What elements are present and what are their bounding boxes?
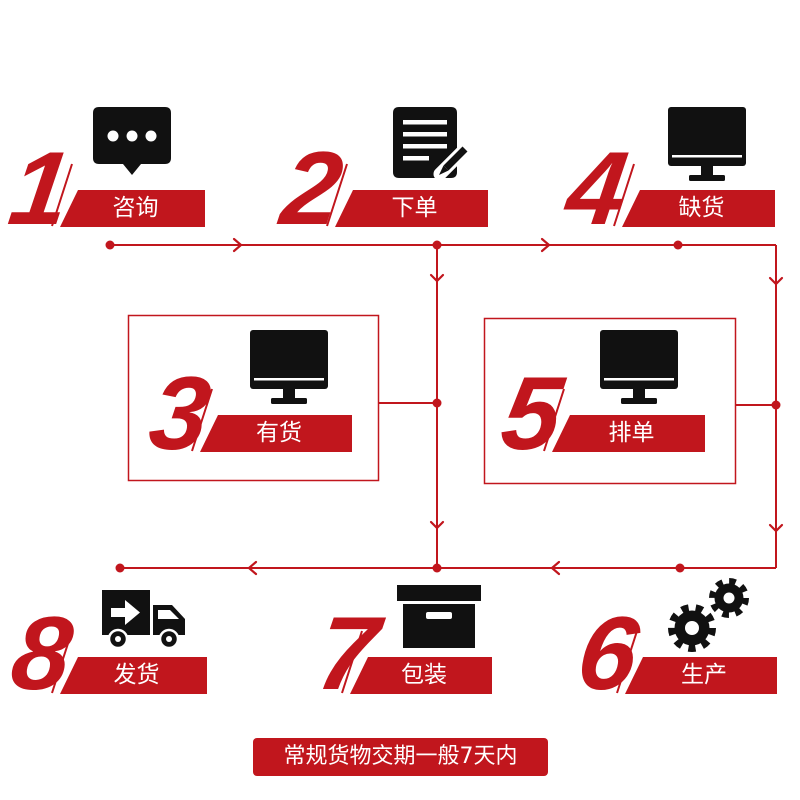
- monitor-base: [271, 398, 307, 404]
- arrow-down-icon: [768, 523, 784, 533]
- junction-dot: [675, 563, 685, 573]
- chat-dot: [145, 130, 157, 142]
- monitor-icon: [250, 330, 328, 404]
- step-5-frame: [483, 317, 737, 485]
- arrow-right-icon: [540, 237, 551, 253]
- step-label: 发货: [113, 662, 160, 688]
- step-label: 包装: [401, 662, 447, 688]
- monitor-screen: [250, 330, 328, 389]
- step-label-bar: 有货: [200, 415, 352, 452]
- step-3-slash: [191, 388, 213, 452]
- monitor-bezel-line: [672, 155, 742, 158]
- junction-dot: [105, 240, 115, 250]
- box-lid: [397, 585, 481, 601]
- document-line: [403, 156, 429, 161]
- document-pen-icon: [393, 107, 474, 181]
- junction-dot: [115, 563, 125, 573]
- step-label-bar: 发货: [60, 657, 207, 694]
- step-label: 缺货: [678, 195, 725, 221]
- package-box-icon: [397, 585, 481, 648]
- monitor-icon: [668, 107, 746, 181]
- document-line: [403, 144, 447, 149]
- arrow-left-icon: [550, 560, 561, 576]
- junction-dot: [673, 240, 683, 250]
- monitor-neck: [283, 389, 295, 399]
- step-label-bar: 生产: [625, 657, 777, 694]
- document-line: [403, 120, 447, 125]
- step-label-bar: 缺货: [622, 190, 775, 227]
- arrow-right-icon: [232, 237, 243, 253]
- step-label: 排单: [608, 420, 655, 446]
- step-8-slash: [51, 630, 73, 694]
- gear-large-hole: [685, 621, 699, 635]
- pen-tip: [439, 165, 449, 175]
- step-7-slash: [341, 630, 363, 694]
- step-label-bar: 排单: [552, 415, 705, 452]
- truck-wheel-hub: [115, 636, 121, 642]
- gear-small-teeth: [709, 578, 749, 618]
- document-line: [403, 132, 447, 137]
- pen-body: [443, 146, 468, 171]
- step-6-slash: [616, 630, 638, 694]
- arrow-left-icon: [247, 560, 258, 576]
- caption-text: 常规货物交期一般7天内: [283, 744, 518, 769]
- junction-dot: [432, 398, 442, 408]
- monitor-neck: [701, 166, 713, 176]
- monitor-base: [621, 398, 657, 404]
- truck-arrow: [111, 600, 140, 625]
- delivery-truck-icon: [102, 590, 185, 650]
- chat-bubble-icon: [93, 107, 171, 175]
- monitor-screen: [668, 107, 746, 166]
- step-label: 咨询: [112, 195, 159, 221]
- chat-dot: [107, 130, 119, 142]
- lead-time-caption: 常规货物交期一般7天内: [253, 738, 548, 776]
- junction-dot: [771, 400, 781, 410]
- arrow-down-icon: [429, 273, 445, 283]
- step-label-bar: 下单: [335, 190, 488, 227]
- junction-dot: [432, 563, 442, 573]
- step-label-bar: 包装: [350, 657, 492, 694]
- step-2-slash: [326, 163, 348, 227]
- gear-large-teeth: [668, 604, 716, 652]
- monitor-icon: [600, 330, 678, 404]
- gear-small-hole: [723, 592, 735, 604]
- box-handle: [426, 612, 452, 619]
- step-label: 下单: [391, 195, 438, 221]
- truck-window: [158, 610, 179, 619]
- step-5-slash: [543, 388, 565, 452]
- monitor-screen: [600, 330, 678, 389]
- step-label: 生产: [681, 662, 727, 688]
- gears-icon: [668, 578, 749, 652]
- junction-dot: [432, 240, 442, 250]
- step-label-bar: 咨询: [60, 190, 205, 227]
- arrow-down-icon: [768, 276, 784, 286]
- monitor-bezel-line: [254, 378, 324, 381]
- box-body: [403, 604, 475, 648]
- arrow-down-icon: [429, 520, 445, 530]
- monitor-bezel-line: [604, 378, 674, 381]
- chat-dot: [126, 130, 138, 142]
- truck-wheel-hub: [166, 636, 172, 642]
- step-3-frame: [127, 314, 380, 482]
- step-4-slash: [613, 163, 635, 227]
- step-label: 有货: [256, 420, 302, 446]
- step-1-slash: [51, 163, 73, 227]
- monitor-neck: [633, 389, 645, 399]
- monitor-base: [689, 175, 725, 181]
